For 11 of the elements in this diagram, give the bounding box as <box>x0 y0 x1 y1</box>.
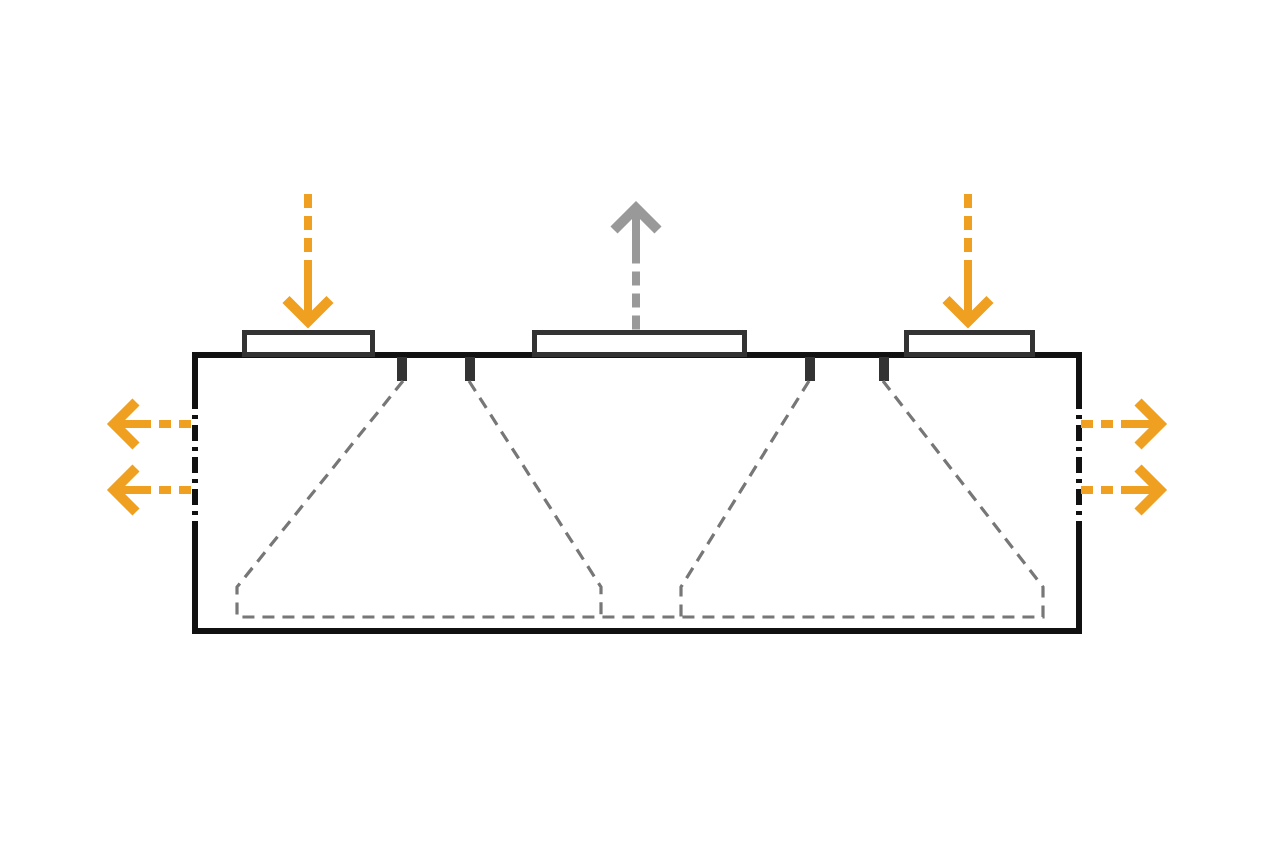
unit-housing <box>191 351 1081 633</box>
arrow <box>1081 463 1165 517</box>
vent-plate <box>903 329 1035 357</box>
arrow <box>109 397 191 451</box>
arrow <box>281 194 335 327</box>
arrow <box>109 463 191 517</box>
arrow <box>941 194 995 327</box>
vent-plate <box>241 329 375 357</box>
arrow <box>1081 397 1165 451</box>
arrow <box>609 203 663 330</box>
vent-plate <box>531 329 747 357</box>
